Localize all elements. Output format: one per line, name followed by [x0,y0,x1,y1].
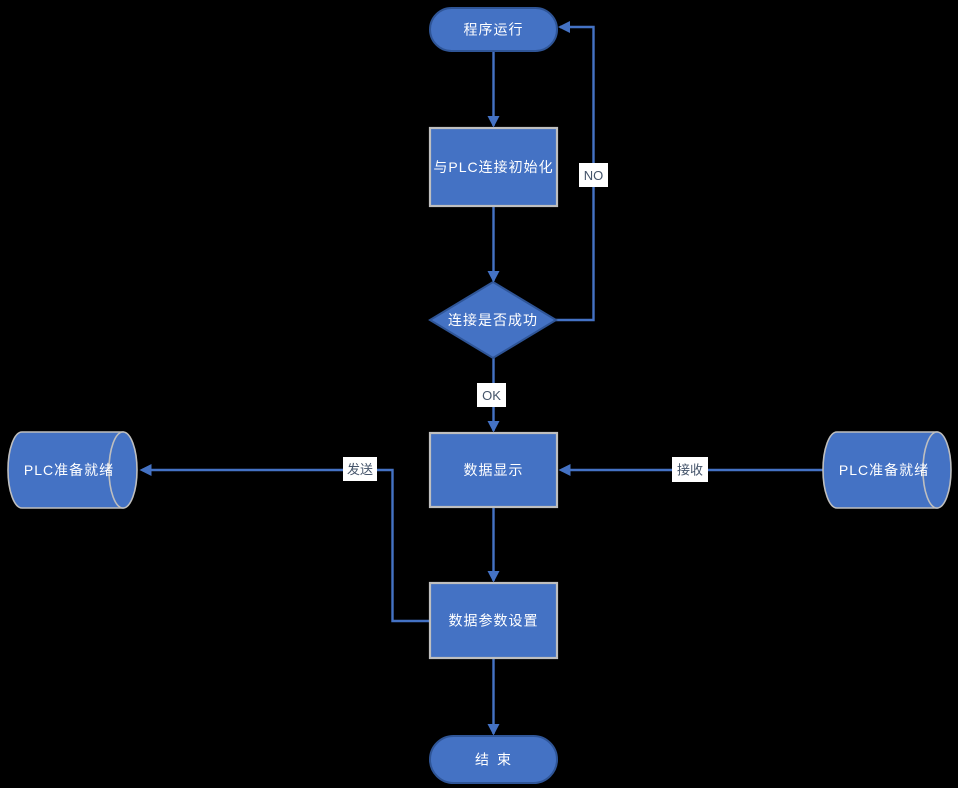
process-shape [428,126,559,208]
arrowhead-down-icon [487,271,500,283]
terminator-shape [429,735,558,784]
node-init: 与PLC连接初始化 [428,126,559,208]
edge-label-ok: OK [477,383,506,407]
label-bg [343,457,377,481]
node-end: 结束 [429,735,558,784]
node-start: 程序运行 [429,7,558,52]
arrowhead-left-icon [558,464,571,476]
arrowheads [139,21,571,736]
process-shape [428,431,559,509]
edge-params-send-to-plcleft [142,468,430,623]
arrowhead-down-icon [487,571,500,583]
arrowhead-down-icon [487,421,500,433]
node-decision-label: 连接是否成功 [448,312,538,328]
node-params-label: 数据参数设置 [449,613,539,629]
label-bg [579,163,608,187]
cylinder-body-shape [822,431,938,509]
cylinder-cap-shape [922,431,952,509]
edge-label-receive: 接收 [672,457,708,482]
label-bg [477,383,506,407]
node-plc-right: PLC准备就绪 [822,431,952,509]
edge-label-no-text: NO [584,168,604,183]
arrowhead-left-icon [139,464,152,476]
decision-diamond-shape [428,280,558,360]
node-display-label: 数据显示 [464,462,524,478]
edge-label-receive-text: 接收 [677,463,703,478]
node-display: 数据显示 [428,431,559,509]
arrowhead-left-icon [558,21,570,33]
node-plc-left-label: PLC准备就绪 [24,462,114,478]
edge-label-ok-text: OK [482,388,501,403]
label-bg [672,457,708,482]
node-plc-left: PLC准备就绪 [7,431,138,509]
edge-label-no: NO [579,163,608,187]
terminator-shape [429,7,558,52]
node-start-label: 程序运行 [464,22,524,38]
node-plc-right-label: PLC准备就绪 [839,462,929,478]
cylinder-cap-shape [108,431,138,509]
arrowhead-down-icon [487,116,500,128]
node-init-label: 与PLC连接初始化 [433,159,553,175]
node-decision: 连接是否成功 [428,280,558,360]
cylinder-body-shape [7,431,124,509]
edge-label-send: 发送 [343,457,377,481]
process-shape [428,581,559,660]
node-end-label: 结束 [475,752,519,768]
edge-label-send-text: 发送 [347,462,373,477]
arrowhead-down-icon [487,724,500,736]
node-params: 数据参数设置 [428,581,559,660]
